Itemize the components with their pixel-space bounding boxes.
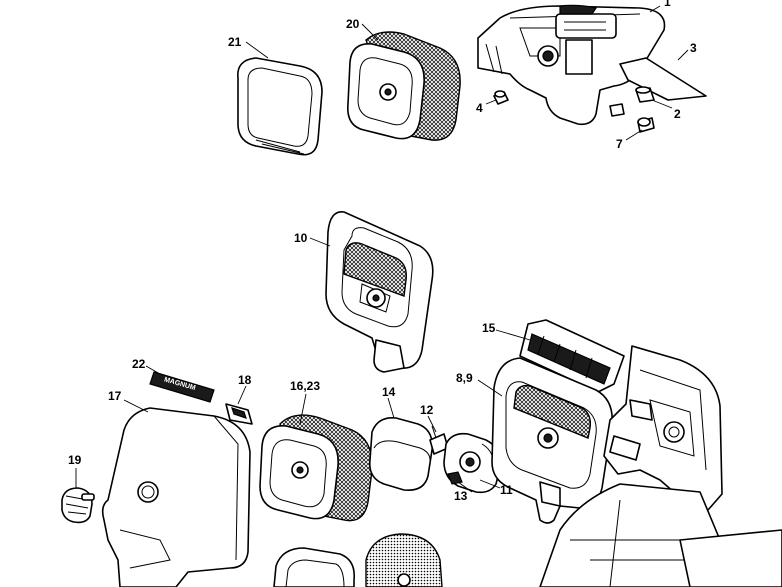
- part-2-grommet: [635, 86, 655, 103]
- callout-18: 18: [238, 373, 252, 387]
- callout-8-9: 8,9: [456, 371, 473, 385]
- part-22-decal: MAGNUM: [149, 371, 215, 403]
- part-10-filter-base: [325, 211, 434, 373]
- engine-housing: [539, 345, 782, 587]
- part-15-top-grille: [519, 319, 625, 393]
- callout-22: 22: [132, 357, 146, 371]
- part-20-air-filter: [347, 31, 461, 141]
- leader-lines: [75, 5, 689, 493]
- part-19-knob: [61, 487, 95, 524]
- callout-10: 10: [294, 231, 308, 245]
- callout-13: 13: [454, 489, 468, 503]
- part-7-screw: [609, 103, 655, 133]
- callout-16-23: 16,23: [290, 379, 320, 393]
- callout-11: 11: [500, 483, 513, 497]
- callout-2: 2: [674, 107, 681, 121]
- callout-20: 20: [346, 17, 360, 31]
- part-21-prefilter-sleeve: [237, 57, 323, 156]
- callout-labels: 21 20 1 3 2 4 7 10 15 8,9 22 18 16,23 14…: [68, 0, 697, 503]
- callout-7: 7: [616, 137, 623, 151]
- callout-21: 21: [228, 35, 242, 49]
- part-13-nut: [447, 471, 463, 485]
- part-18-clip: [225, 403, 253, 425]
- part-16-23-air-filter: [259, 414, 373, 522]
- callout-4: 4: [476, 101, 483, 115]
- callout-12: 12: [420, 403, 434, 417]
- part-8-9-base-plate: [491, 357, 613, 524]
- callout-19: 19: [68, 453, 82, 467]
- part-3-side-plate: [619, 57, 707, 101]
- callout-17: 17: [108, 389, 122, 403]
- callout-14: 14: [382, 385, 396, 399]
- callout-1: 1: [664, 0, 671, 9]
- callout-15: 15: [482, 321, 496, 335]
- bottom-foam-filter: [365, 533, 443, 587]
- part-17-main-cover: [101, 407, 251, 587]
- part-14-cap: [368, 416, 434, 492]
- bottom-filter-rings: [273, 547, 356, 587]
- part-1-top-cover: [477, 4, 666, 126]
- callout-3: 3: [690, 41, 697, 55]
- part-4-screw: [493, 90, 509, 105]
